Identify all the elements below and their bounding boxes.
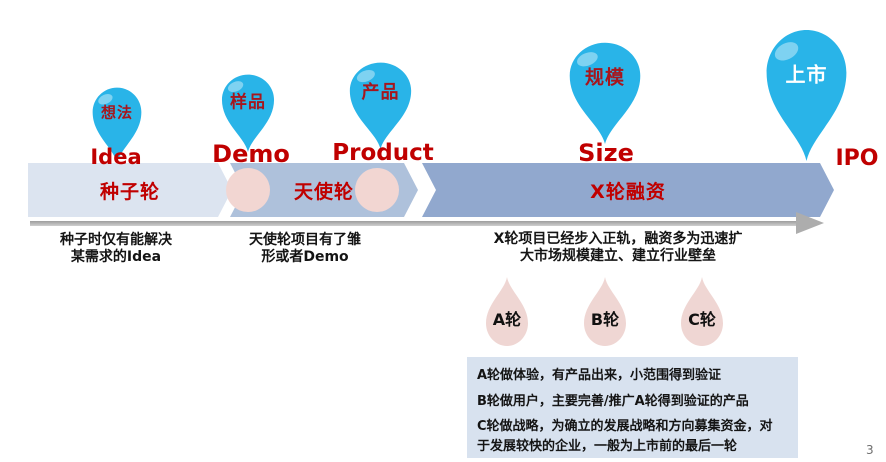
round-b-droplet: B轮 <box>580 277 630 346</box>
balloon-pin-ipo: 上市 <box>759 29 854 161</box>
balloon-label-ipo: 上市 <box>785 62 828 87</box>
band-label-angel: 天使轮 <box>293 180 354 203</box>
description-line: 大市场规模建立、建立行业壁垒 <box>520 248 716 264</box>
round-a-label: A轮 <box>492 310 522 330</box>
band-x-round: X轮融资 <box>422 163 834 217</box>
timeline-arrow-head-icon <box>796 212 824 234</box>
balloon-pin-demo: 样品 <box>217 74 279 152</box>
description-line: 天使轮项目有了雏 <box>249 232 361 248</box>
balloon-pin-product: 产品 <box>344 62 417 149</box>
description-line: 某需求的Idea <box>70 249 162 265</box>
timeline-arrow-line <box>30 221 798 226</box>
round-c-label: C轮 <box>688 310 716 330</box>
description-line: 种子时仅有能解决 <box>60 232 172 248</box>
x-round-description: X轮项目已经步入正轨，融资多为迅速扩 大市场规模建立、建立行业壁垒 <box>462 231 774 265</box>
map-pin-icon <box>766 30 847 161</box>
map-pin-icon <box>349 62 412 149</box>
band-label-seed: 种子轮 <box>99 180 160 203</box>
milestone-circle-demo <box>226 168 270 212</box>
balloon-label-demo: 样品 <box>230 92 266 113</box>
droplet-icon <box>584 277 626 346</box>
page-number: 3 <box>866 443 874 457</box>
droplet-icon <box>681 277 723 346</box>
note-line-c1: C轮做战略，为确立的发展战略和方向募集资金，对 <box>477 419 773 434</box>
note-line-c2: 于发展较快的企业，一般为上市前的最后一轮 <box>477 439 738 454</box>
map-pin-icon <box>221 74 275 152</box>
seed-round-description: 种子时仅有能解决 某需求的Idea <box>16 232 216 266</box>
round-c-droplet: C轮 <box>677 277 727 346</box>
balloon-label-idea: 想法 <box>100 103 133 122</box>
rounds-notes-box: A轮做体验，有产品出来，小范围得到验证 B轮做用户，主要完善/推广A轮得到验证的… <box>467 357 798 458</box>
balloon-pin-size: 规模 <box>563 42 647 144</box>
milestone-circle-product <box>355 168 399 212</box>
map-pin-icon <box>92 87 142 163</box>
note-line-b: B轮做用户，主要完善/推广A轮得到验证的产品 <box>477 394 749 409</box>
round-a-droplet: A轮 <box>482 277 532 346</box>
band-label-x: X轮融资 <box>590 180 666 203</box>
description-line: X轮项目已经步入正轨，融资多为迅速扩 <box>493 231 743 247</box>
note-line-a: A轮做体验，有产品出来，小范围得到验证 <box>477 368 722 383</box>
map-pin-icon <box>569 42 641 144</box>
description-line: 形或者Demo <box>261 249 349 265</box>
angel-round-description: 天使轮项目有了雏 形或者Demo <box>205 232 405 266</box>
balloon-label-size: 规模 <box>584 66 625 89</box>
balloon-label-product: 产品 <box>361 81 400 103</box>
band-seed-round: 种子轮 <box>28 163 232 217</box>
droplet-icon <box>486 277 528 346</box>
balloon-pin-idea: 想法 <box>88 87 146 163</box>
round-b-label: B轮 <box>590 310 620 330</box>
